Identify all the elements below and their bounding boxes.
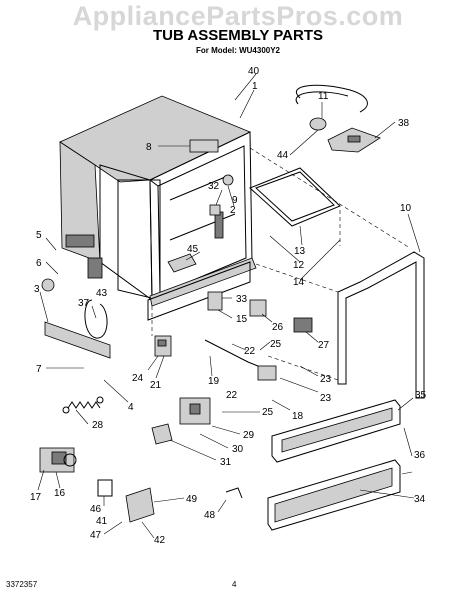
callout-15: 15 [236, 314, 248, 325]
callout-7: 7 [36, 364, 42, 375]
callout-16: 16 [54, 488, 66, 499]
callout-37: 37 [78, 298, 90, 309]
callout-24: 24 [132, 373, 144, 384]
callout-43: 43 [96, 288, 108, 299]
callout-49: 49 [186, 494, 198, 505]
callout-2: 2 [230, 205, 236, 216]
callout-38: 38 [398, 118, 410, 129]
callout-8: 8 [146, 142, 152, 153]
callout-41: 41 [96, 516, 108, 527]
callout-10: 10 [400, 203, 412, 214]
callout-23b: 23 [320, 393, 332, 404]
site-watermark: AppliancePartsPros.com [72, 1, 404, 31]
callout-22: 22 [244, 346, 256, 357]
callout-21: 21 [150, 380, 162, 391]
page-title: TUB ASSEMBLY PARTS [152, 27, 324, 44]
page-number: 4 [232, 580, 237, 589]
callout-17: 17 [30, 492, 42, 503]
door-spring [62, 396, 104, 414]
callout-22b: 22 [226, 390, 238, 401]
center-bracket [154, 335, 172, 357]
callout-23: 23 [320, 374, 332, 385]
callout-29: 29 [243, 430, 255, 441]
callout-18: 18 [292, 411, 304, 422]
tub-gasket [249, 167, 341, 227]
water-inlet-assembly [151, 291, 313, 445]
callout-32: 32 [208, 181, 220, 192]
callout-13: 13 [294, 246, 306, 257]
vent-hose-assembly [295, 84, 381, 153]
callout-42: 42 [154, 535, 166, 546]
callout-28: 28 [92, 420, 104, 431]
callout-33: 33 [236, 294, 248, 305]
callout-11: 11 [318, 91, 329, 102]
callout-27: 27 [318, 340, 330, 351]
callout-25b: 25 [262, 407, 274, 418]
callout-12: 12 [293, 260, 305, 271]
drain-valve-assembly [39, 447, 243, 523]
callout-31: 31 [220, 457, 232, 468]
callout-25: 25 [270, 339, 282, 350]
door-seal [337, 251, 425, 399]
callout-4: 4 [128, 402, 134, 413]
callout-35: 35 [415, 390, 427, 401]
callout-labels: 40 1 11 8 38 44 32 9 2 10 5 13 45 12 6 1… [30, 66, 427, 546]
tub-body [59, 95, 257, 321]
callout-19: 19 [208, 376, 220, 387]
callout-14: 14 [293, 277, 305, 288]
callout-26: 26 [272, 322, 284, 333]
callout-1: 1 [252, 81, 258, 92]
callout-9: 9 [232, 195, 238, 206]
callout-34: 34 [414, 494, 426, 505]
left-rail-assembly [41, 257, 111, 359]
callout-48: 48 [204, 510, 216, 521]
toe-kick-panels [267, 399, 401, 531]
doc-number: 3372357 [6, 580, 38, 589]
callout-6: 6 [36, 258, 42, 269]
callout-3: 3 [34, 284, 40, 295]
callout-30: 30 [232, 444, 244, 455]
callout-45: 45 [187, 244, 199, 255]
model-subtitle: For Model: WU4300Y2 [195, 46, 280, 55]
callout-40: 40 [248, 66, 260, 77]
callout-46: 46 [90, 504, 102, 515]
filter-assembly [167, 174, 234, 273]
callout-5: 5 [36, 230, 42, 241]
callout-47: 47 [90, 530, 102, 541]
callout-44: 44 [277, 150, 289, 161]
callout-36: 36 [414, 450, 426, 461]
